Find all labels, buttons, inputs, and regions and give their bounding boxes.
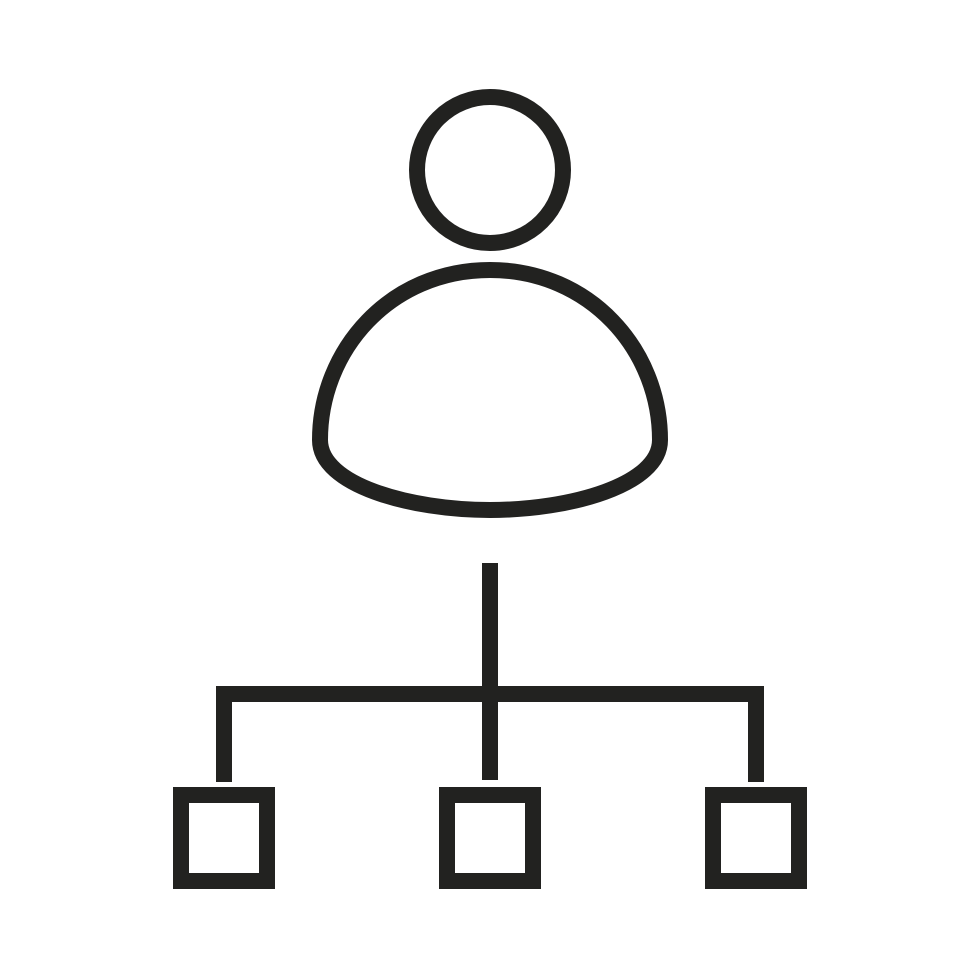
child-node-left	[173, 787, 275, 889]
tree-connector-icon	[216, 563, 764, 782]
user-head	[409, 89, 571, 251]
child-node-right	[705, 787, 807, 889]
child-node-center	[439, 787, 541, 889]
user-icon	[311, 89, 669, 519]
user-body	[311, 261, 669, 519]
